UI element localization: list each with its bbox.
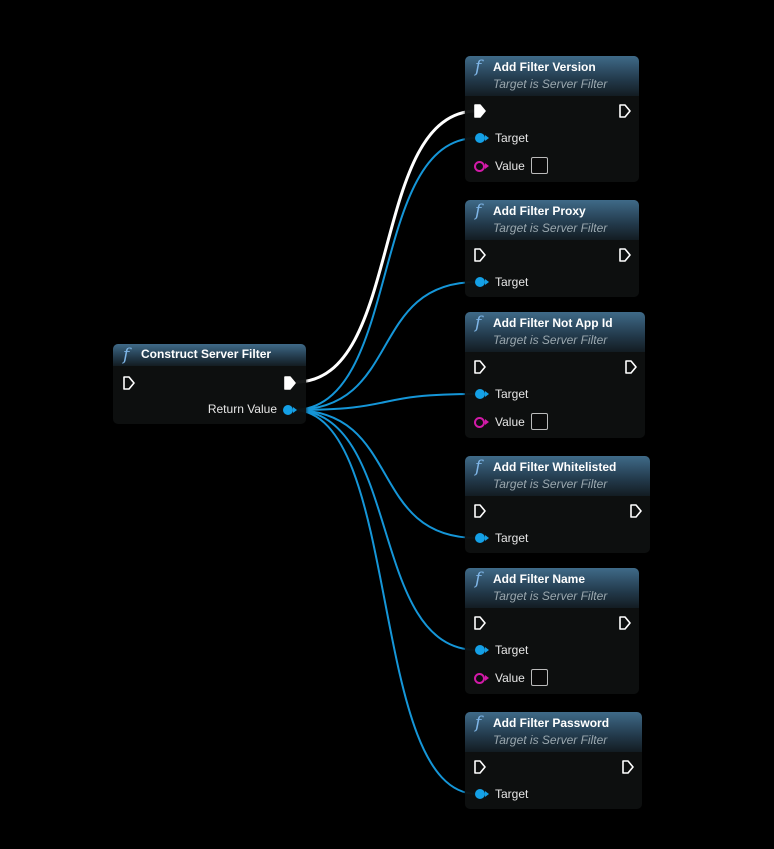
- function-icon: f: [475, 313, 482, 333]
- target-label: Target: [495, 387, 529, 401]
- object-wire-proxy[interactable]: [292, 281, 478, 411]
- node-name[interactable]: f Add Filter Name Target is Server Filte…: [465, 568, 639, 694]
- node-proxy[interactable]: f Add Filter Proxy Target is Server Filt…: [465, 200, 639, 297]
- node-header[interactable]: f Add Filter Name Target is Server Filte…: [465, 568, 639, 608]
- value-pin[interactable]: [474, 161, 489, 172]
- exec-in-pin[interactable]: [474, 360, 486, 374]
- function-icon: f: [475, 57, 482, 77]
- value-checkbox[interactable]: [531, 669, 548, 686]
- object-wire-whitelisted[interactable]: [292, 409, 478, 539]
- exec-wire-version[interactable]: [295, 109, 478, 384]
- function-icon: f: [123, 345, 130, 365]
- exec-out-pin[interactable]: [622, 760, 634, 774]
- node-header[interactable]: f Add Filter Version Target is Server Fi…: [465, 56, 639, 96]
- node-header[interactable]: f Add Filter Not App Id Target is Server…: [465, 312, 645, 352]
- value-checkbox[interactable]: [531, 413, 548, 430]
- node-subtitle: Target is Server Filter: [493, 77, 608, 91]
- exec-in-pin[interactable]: [123, 376, 135, 390]
- node-title: Add Filter Name: [493, 572, 586, 586]
- node-subtitle: Target is Server Filter: [493, 477, 608, 491]
- target-label: Target: [495, 275, 529, 289]
- exec-out-pin[interactable]: [625, 360, 637, 374]
- node-whitelisted[interactable]: f Add Filter Whitelisted Target is Serve…: [465, 456, 650, 553]
- node-notappid[interactable]: f Add Filter Not App Id Target is Server…: [465, 312, 645, 438]
- function-icon: f: [475, 201, 482, 221]
- target-label: Target: [495, 531, 529, 545]
- object-wire-name[interactable]: [292, 409, 478, 651]
- node-title: Add Filter Whitelisted: [493, 460, 617, 474]
- exec-out-pin[interactable]: [619, 248, 631, 262]
- target-label: Target: [495, 787, 529, 801]
- target-pin[interactable]: [475, 533, 489, 543]
- target-pin[interactable]: [475, 645, 489, 655]
- node-title: Add Filter Password: [493, 716, 610, 730]
- node-title: Add Filter Version: [493, 60, 596, 74]
- exec-in-pin[interactable]: [474, 760, 486, 774]
- return-value-pin[interactable]: [283, 405, 297, 415]
- target-label: Target: [495, 643, 529, 657]
- target-pin[interactable]: [475, 133, 489, 143]
- exec-in-pin[interactable]: [474, 248, 486, 262]
- target-pin[interactable]: [475, 277, 489, 287]
- node-version[interactable]: f Add Filter Version Target is Server Fi…: [465, 56, 639, 182]
- return-value-label: Return Value: [207, 402, 277, 416]
- value-label: Value: [495, 671, 525, 685]
- function-icon: f: [475, 457, 482, 477]
- node-subtitle: Target is Server Filter: [493, 333, 608, 347]
- value-label: Value: [495, 159, 525, 173]
- value-pin[interactable]: [474, 673, 489, 684]
- value-pin[interactable]: [474, 417, 489, 428]
- exec-in-pin[interactable]: [474, 104, 486, 118]
- object-wire-notappid[interactable]: [292, 393, 478, 411]
- function-icon: f: [475, 713, 482, 733]
- exec-out-pin[interactable]: [619, 616, 631, 630]
- exec-out-pin[interactable]: [284, 376, 296, 390]
- node-title: Add Filter Proxy: [493, 204, 586, 218]
- function-icon: f: [475, 569, 482, 589]
- object-wire-version[interactable]: [292, 137, 478, 411]
- node-subtitle: Target is Server Filter: [493, 589, 608, 603]
- exec-out-pin[interactable]: [619, 104, 631, 118]
- value-label: Value: [495, 415, 525, 429]
- node-password[interactable]: f Add Filter Password Target is Server F…: [465, 712, 642, 809]
- exec-out-pin[interactable]: [630, 504, 642, 518]
- target-label: Target: [495, 131, 529, 145]
- node-title: Add Filter Not App Id: [493, 316, 613, 330]
- node-header[interactable]: f Add Filter Proxy Target is Server Filt…: [465, 200, 639, 240]
- target-pin[interactable]: [475, 389, 489, 399]
- exec-in-pin[interactable]: [474, 616, 486, 630]
- node-title: Construct Server Filter: [141, 347, 272, 361]
- target-pin[interactable]: [475, 789, 489, 799]
- node-header[interactable]: f Construct Server Filter: [113, 344, 306, 366]
- object-wire-password[interactable]: [292, 409, 478, 795]
- node-subtitle: Target is Server Filter: [493, 221, 608, 235]
- node-subtitle: Target is Server Filter: [493, 733, 608, 747]
- exec-in-pin[interactable]: [474, 504, 486, 518]
- value-checkbox[interactable]: [531, 157, 548, 174]
- node-header[interactable]: f Add Filter Password Target is Server F…: [465, 712, 642, 752]
- node-header[interactable]: f Add Filter Whitelisted Target is Serve…: [465, 456, 650, 496]
- node-construct-server-filter[interactable]: f Construct Server Filter Return Value: [113, 344, 306, 424]
